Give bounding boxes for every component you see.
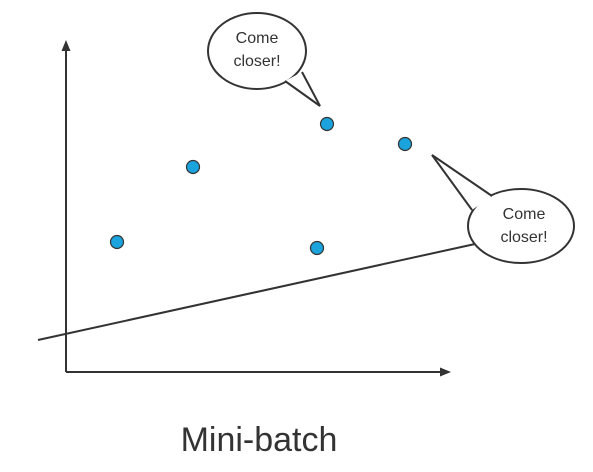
speech-bubble-shape — [269, 82, 365, 158]
data-point — [185, 159, 201, 175]
y-axis-arrowhead — [61, 40, 71, 51]
speech-bubble-top: Come closer! — [207, 12, 365, 158]
speech-bubble-ellipse — [207, 12, 307, 90]
diagram-caption: Mini-batch — [181, 421, 338, 459]
x-axis-arrowhead — [440, 367, 451, 377]
axes — [61, 40, 451, 377]
data-point — [309, 240, 325, 256]
speech-bubble-line: closer! — [500, 229, 547, 246]
speech-bubble-right: Come closer! — [431, 154, 575, 264]
data-point — [397, 136, 413, 152]
speech-bubble-tail — [284, 71, 321, 107]
data-point — [109, 234, 125, 250]
fit-line — [37, 243, 476, 341]
speech-bubble-line: closer! — [233, 53, 280, 70]
speech-bubble-line: Come — [236, 30, 279, 47]
speech-bubble-tail — [431, 154, 493, 211]
data-points — [109, 116, 413, 256]
speech-bubble-ellipse — [467, 188, 575, 264]
speech-bubble-line: Come — [503, 206, 546, 223]
data-point — [319, 116, 335, 132]
